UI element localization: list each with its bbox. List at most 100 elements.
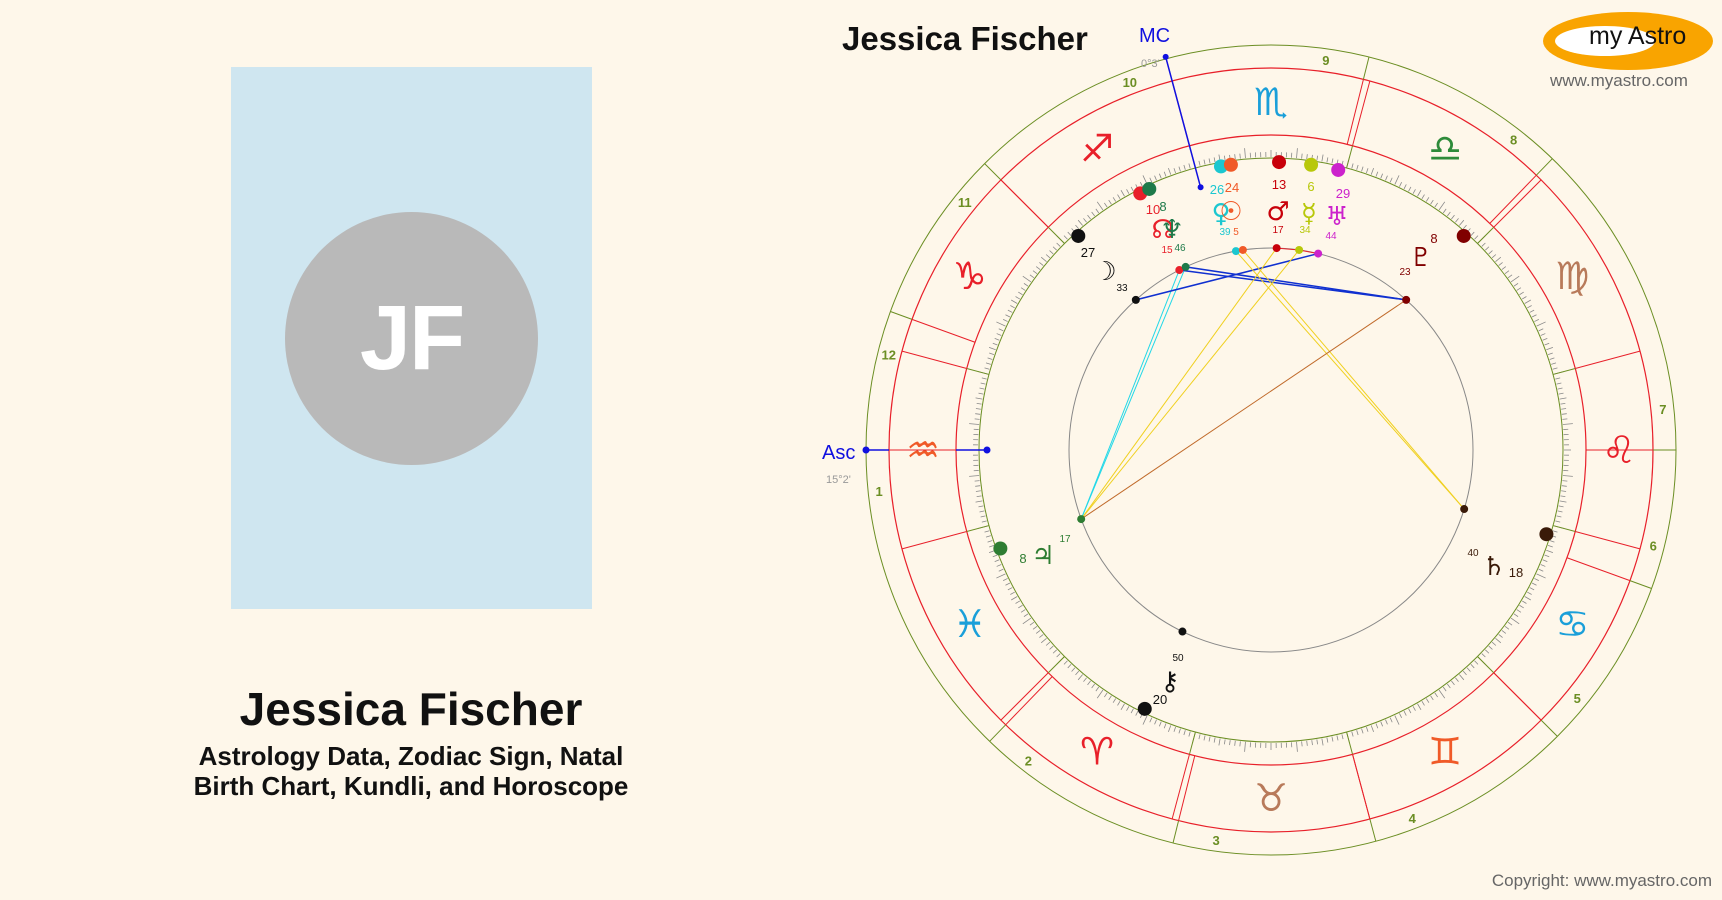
degree-tick (1394, 175, 1400, 185)
sign-boundary-inner (1346, 731, 1354, 755)
degree-ring (978, 157, 1564, 743)
degree-tick (1112, 197, 1117, 202)
degree-tick (1015, 600, 1021, 604)
degree-tick (1239, 741, 1241, 747)
degree-tick (1020, 609, 1026, 613)
degree-tick (1020, 287, 1026, 291)
degree-tick (1301, 741, 1303, 747)
degree-tick (1306, 740, 1308, 746)
degree-tick (1067, 231, 1072, 236)
degree-tick (1130, 708, 1134, 714)
aspect-line-quincunx (1080, 299, 1407, 520)
degree-tick (1188, 731, 1191, 737)
degree-tick (1296, 741, 1298, 752)
degree-tick (1321, 154, 1324, 162)
degree-tick (1341, 734, 1344, 740)
degree-tick (1049, 250, 1054, 255)
degree-tick (1104, 692, 1108, 698)
chiron-icon: ⚷ (1160, 667, 1179, 697)
house-cusp-outer (989, 724, 1007, 742)
house-cusp (1493, 672, 1542, 721)
degree-tick (1321, 738, 1324, 746)
zodiac-cancer-icon: ♋ (1555, 602, 1589, 646)
degree-tick (1380, 173, 1384, 179)
degree-tick (1561, 413, 1567, 415)
degree-tick (1218, 738, 1221, 746)
degree-tick (1451, 214, 1455, 220)
degree-tick (1095, 686, 1100, 692)
pluto-icon: ♇ (1409, 243, 1432, 273)
degree-tick (1536, 321, 1546, 327)
degree-tick (1108, 199, 1112, 205)
sign-boundary (1171, 754, 1190, 820)
degree-tick (1485, 246, 1490, 251)
degree-tick (1513, 283, 1519, 287)
aspect-line-trine (1242, 249, 1465, 510)
degree-tick (1516, 609, 1522, 613)
degree-tick (1555, 377, 1561, 380)
neptune-position-dot (1142, 181, 1157, 196)
degree-tick (1399, 181, 1402, 187)
degree-tick (1154, 719, 1157, 725)
degree-tick (1370, 167, 1374, 175)
degree-tick (998, 328, 1004, 332)
house-number-9: 9 (1322, 53, 1329, 68)
sign-boundary-inner (1552, 525, 1576, 533)
degree-tick (1366, 726, 1369, 732)
person-name: Jessica Fischer (239, 683, 583, 735)
uranus-minutes: 44 (1325, 231, 1337, 242)
house-number-4: 4 (1409, 811, 1417, 826)
degree-tick (984, 367, 990, 370)
degree-tick (1117, 194, 1121, 200)
mercury-minutes: 34 (1299, 225, 1311, 236)
zodiac-scorpio-icon: ♏ (1254, 80, 1288, 124)
degree-tick (1056, 653, 1061, 658)
degree-tick (1022, 617, 1032, 625)
degree-tick (1208, 736, 1211, 742)
degree-tick (1521, 296, 1527, 300)
degree-tick (1005, 582, 1011, 586)
house-cusp-outer (1540, 719, 1558, 737)
degree-tick (974, 418, 980, 420)
mercury-degree: 6 (1307, 179, 1314, 194)
degree-tick (1163, 723, 1167, 729)
degree-tick (1527, 591, 1532, 595)
zodiac-virgo-icon: ♍ (1555, 254, 1589, 298)
house-cusp-outer (1629, 580, 1652, 589)
degree-tick (1455, 677, 1459, 682)
degree-tick (1158, 721, 1162, 727)
sun-degree: 24 (1225, 180, 1239, 195)
mars-minutes: 17 (1272, 225, 1284, 236)
house-cusp-outer (1362, 56, 1370, 80)
degree-tick (1544, 554, 1550, 558)
myastro-logo[interactable]: my Astro (1543, 12, 1713, 70)
degree-tick (1239, 153, 1241, 159)
sign-boundary-inner (1477, 656, 1495, 674)
degree-tick (1077, 674, 1083, 681)
degree-tick (1029, 621, 1035, 626)
degree-tick (1542, 559, 1548, 563)
degree-tick (1229, 740, 1231, 746)
mercury-icon: ☿ (1301, 199, 1317, 229)
aspect-line-sextile (1185, 266, 1407, 301)
degree-tick (1561, 490, 1567, 492)
zodiac-gemini-icon: ♊ (1428, 729, 1462, 773)
degree-tick (1547, 352, 1553, 355)
logo-url-link[interactable]: www.myastro.com (1550, 71, 1688, 90)
sign-boundary-inner (966, 525, 990, 533)
degree-tick (1296, 148, 1298, 159)
mc-label: MC (1139, 25, 1170, 47)
degree-tick (1438, 201, 1446, 211)
house-cusp-outer (890, 311, 913, 320)
sign-boundary-inner (1552, 367, 1576, 375)
degree-tick (1540, 333, 1546, 336)
degree-tick (1104, 202, 1108, 208)
degree-tick (1361, 728, 1364, 734)
degree-tick (1007, 587, 1013, 591)
degree-tick (1149, 717, 1153, 723)
chart-title: Jessica Fischer (842, 20, 1088, 57)
degree-tick (1558, 392, 1564, 395)
degree-tick (1438, 689, 1446, 699)
degree-tick (1447, 211, 1451, 217)
